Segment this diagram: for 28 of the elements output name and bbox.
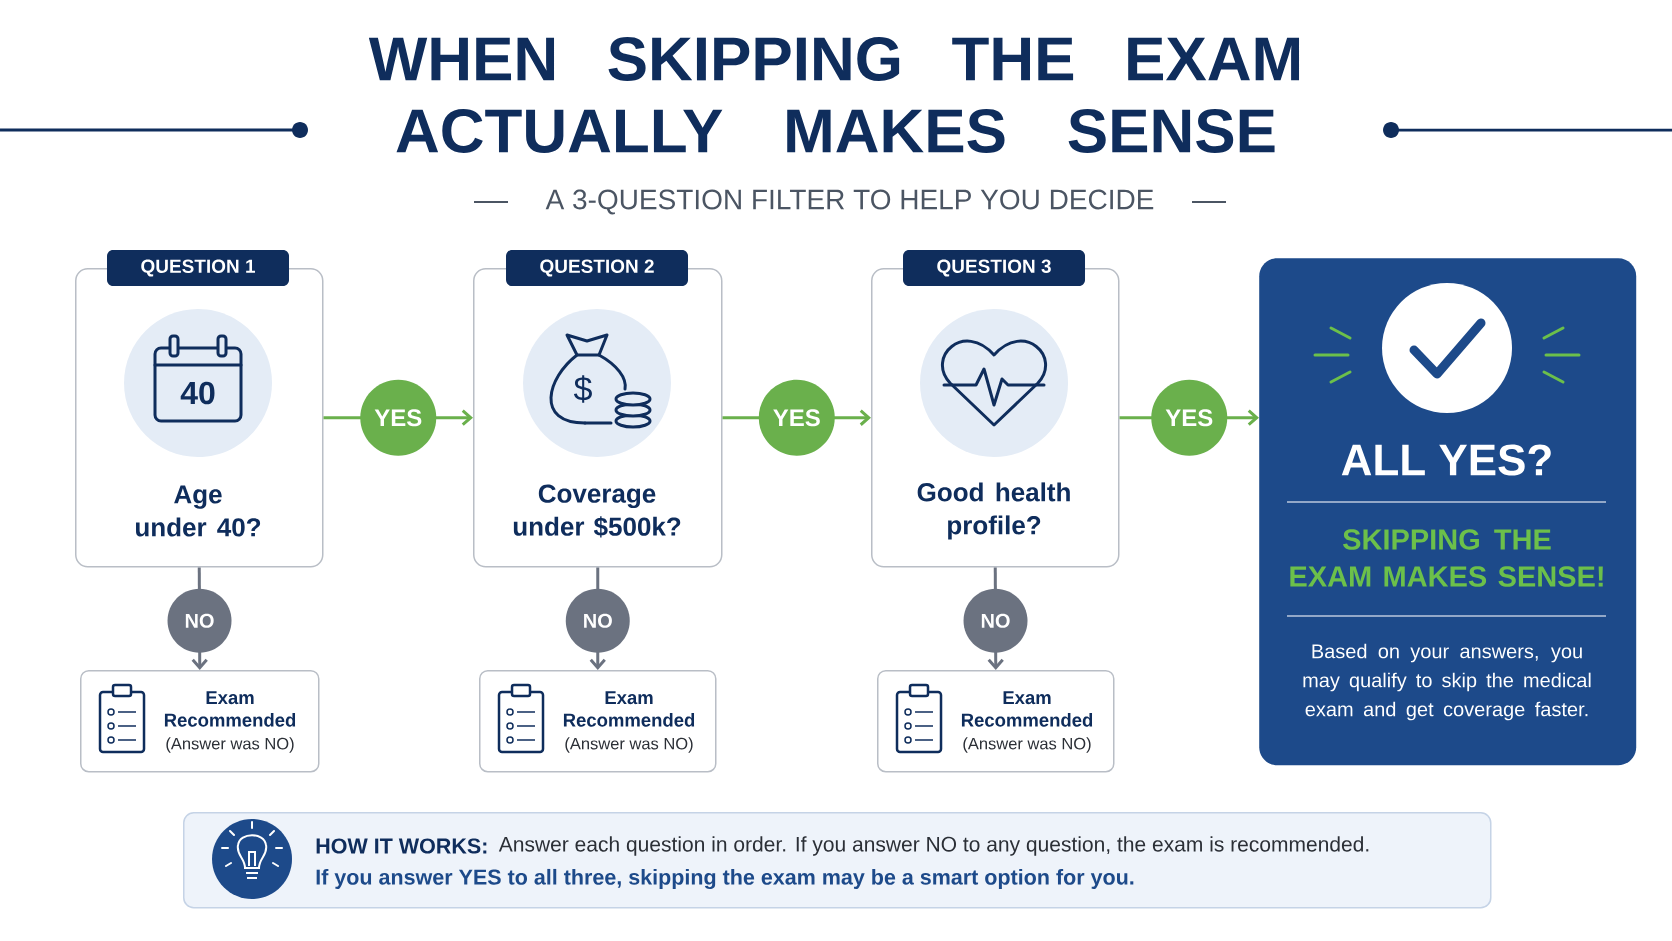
calendar-number: 40: [180, 381, 215, 405]
question-text: Coverage under $500k?: [513, 484, 681, 538]
question-tag: QUESTION 2: [506, 250, 688, 286]
dollar-sign: $: [573, 375, 592, 403]
edge-label: NO: [565, 588, 630, 653]
exam-note: (Answer was NO): [963, 737, 1091, 753]
note-text: Answer each question in order. If you answer NO to any question, the exam is recommended.: [498, 836, 1369, 856]
exam-title: Exam Recommended: [164, 691, 296, 727]
note-text: If you answer YES to all three, skipping the exam may be a smart option for you.: [316, 868, 1134, 890]
edge-label: NO: [167, 588, 232, 653]
question-text: Age under 40?: [136, 485, 261, 537]
exam-note: (Answer was NO): [166, 737, 294, 753]
subtitle: A 3-QUESTION FILTER TO HELP YOU DECIDE: [545, 189, 1154, 215]
question-text: Good health profile?: [917, 482, 1070, 540]
question-tag: QUESTION 3: [903, 250, 1085, 286]
edge-label: YES: [758, 379, 835, 456]
exam-title: Exam Recommended: [961, 691, 1093, 727]
exam-note: (Answer was NO): [565, 737, 693, 753]
question-tag: QUESTION 1: [107, 250, 289, 286]
result-heading: ALL YES?: [1341, 444, 1551, 476]
title: WHEN SKIPPING THE EXAM ACTUALLY MAKES SENSE: [368, 37, 1300, 153]
edge-label: NO: [963, 588, 1028, 653]
result-text: Based on your answers, you may qualify to skip the medical exam and get coverage faster.: [1303, 643, 1591, 721]
edge-label: YES: [360, 379, 437, 456]
exam-title: Exam Recommended: [563, 691, 695, 727]
result-subheading: SKIPPING THE EXAM MAKES SENSE!: [1290, 529, 1603, 587]
edge-label: YES: [1151, 379, 1228, 456]
note-heading: HOW IT WORKS:: [316, 838, 487, 854]
